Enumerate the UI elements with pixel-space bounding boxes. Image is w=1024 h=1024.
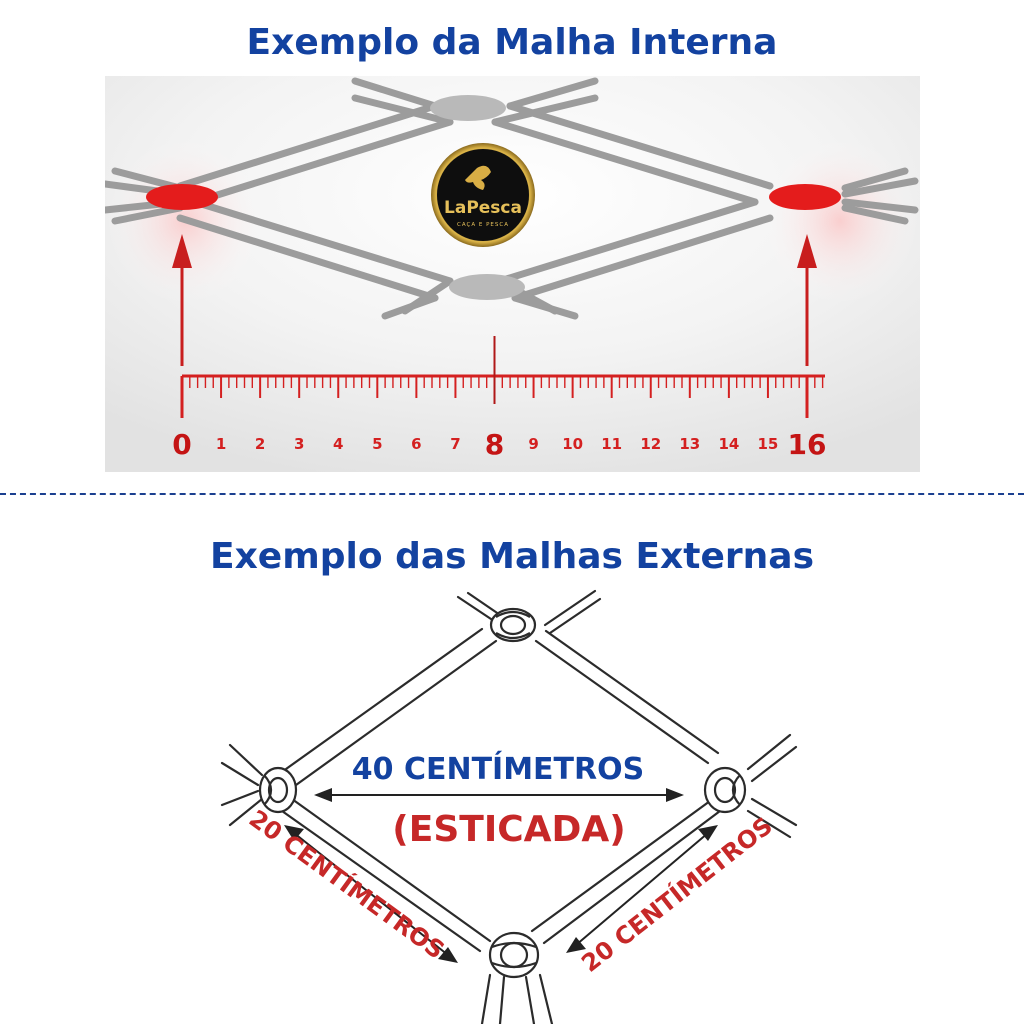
knots [258, 607, 747, 979]
ruler-label: 15 [758, 435, 779, 453]
outer-mesh-diagram: 40 CENTÍMETROS (ESTICADA) 20 CENTÍMETROS… [220, 589, 798, 1024]
fish-icon [465, 165, 491, 190]
outer-mesh-title: Exemplo das Malhas Externas [209, 536, 815, 577]
ruler-label: 16 [788, 428, 827, 461]
ruler-label: 2 [255, 435, 265, 453]
left-arrow [172, 234, 192, 366]
left-knot [258, 766, 298, 814]
section-divider [0, 493, 1024, 495]
logo-brand: LaPesca [444, 198, 522, 218]
right-red-node [769, 184, 841, 210]
ruler-label: 10 [562, 435, 583, 453]
lapesca-logo: LaPesca CAÇA E PESCA [431, 143, 535, 247]
top-knot [489, 607, 537, 643]
stretched-label: (ESTICADA) [392, 809, 625, 850]
right-side-arrow [566, 825, 718, 953]
left-red-node [146, 184, 218, 210]
right-knot [703, 766, 747, 814]
ruler-label: 11 [601, 435, 622, 453]
logo-tagline: CAÇA E PESCA [457, 222, 509, 228]
inner-mesh-title: Exemplo da Malha Interna [246, 22, 778, 63]
ruler-label: 12 [640, 435, 661, 453]
ruler-label: 8 [485, 428, 504, 461]
ruler-label: 14 [718, 435, 739, 453]
mesh-lines [105, 77, 919, 320]
ruler-label: 4 [333, 435, 343, 453]
width-label: 40 CENTÍMETROS [352, 751, 644, 787]
right-arrow [797, 234, 817, 366]
ruler-label: 7 [450, 435, 460, 453]
ruler-label: 9 [528, 435, 538, 453]
ruler-label: 3 [294, 435, 304, 453]
bottom-knot [449, 274, 525, 300]
ruler-label: 13 [679, 435, 700, 453]
bottom-knot [488, 931, 540, 979]
width-arrow [314, 788, 684, 802]
left-side-arrow [284, 825, 458, 963]
ruler-label: 5 [372, 435, 382, 453]
ruler-label: 1 [216, 435, 226, 453]
ruler-label: 6 [411, 435, 421, 453]
top-knot [430, 95, 506, 121]
ruler-label: 0 [172, 428, 191, 461]
